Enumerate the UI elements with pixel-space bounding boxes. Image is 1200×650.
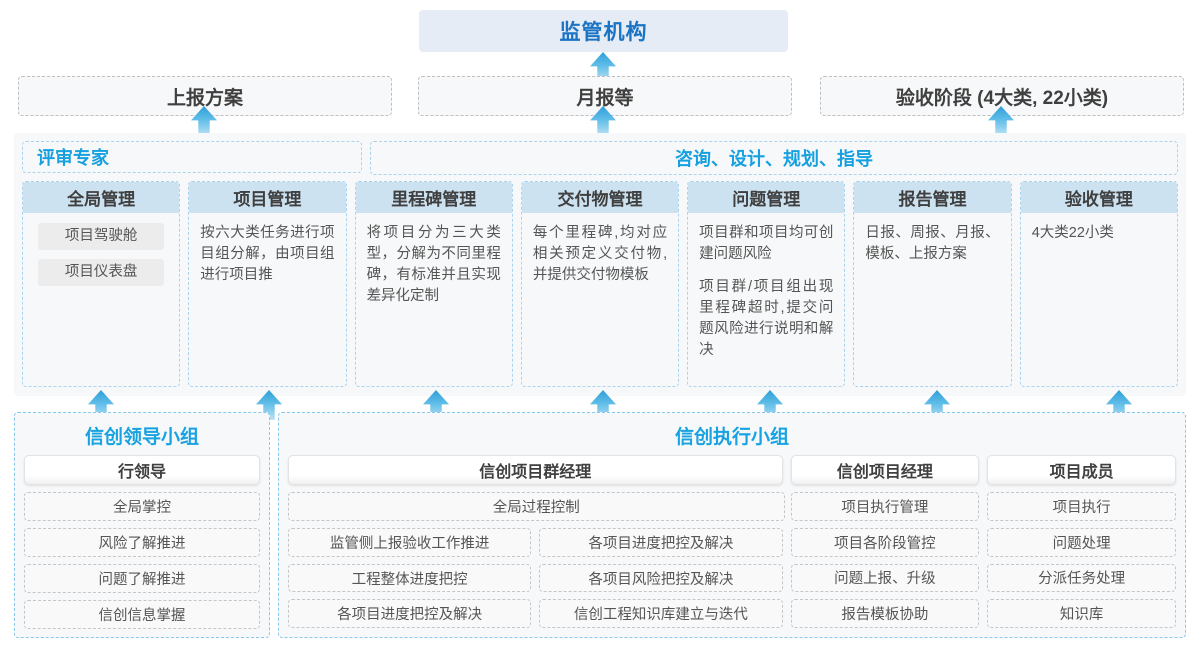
card-title: 问题管理 [688, 182, 845, 213]
role-item-list: 项目执行管理 项目各阶段管控 问题上报、升级 报告模板协助 [790, 485, 980, 628]
card-body: 项目群和项目均可创建问题风险 项目群/项目组出现里程碑超时,提交问题风险进行说明… [688, 213, 844, 386]
role-project-member[interactable]: 项目成员 项目执行 问题处理 分派任务处理 知识库 [987, 455, 1177, 628]
role-item-list: 项目执行 问题处理 分派任务处理 知识库 [987, 485, 1177, 628]
card-issue-management[interactable]: 问题管理 项目群和项目均可创建问题风险 项目群/项目组出现里程碑超时,提交问题风… [687, 181, 846, 387]
role-item[interactable]: 全局过程控制 [288, 492, 785, 521]
role-item[interactable]: 风险了解推进 [24, 528, 260, 557]
card-title: 项目管理 [189, 182, 346, 213]
card-title: 验收管理 [1020, 182, 1177, 213]
role-list: 行领导 全局掌控 风险了解推进 问题了解推进 信创信息掌握 [24, 455, 260, 629]
card-title: 全局管理 [23, 182, 180, 213]
role-item-columns: 监管侧上报验收工作推进 工程整体进度把控 各项目进度把控及解决 各项目进度把控及… [288, 528, 783, 629]
card-global-management[interactable]: 全局管理 项目驾驶舱 项目仪表盘 [22, 181, 181, 387]
role-item[interactable]: 监管侧上报验收工作推进 [288, 528, 532, 557]
role-list: 信创项目群经理 全局过程控制 监管侧上报验收工作推进 工程整体进度把控 各项目进… [288, 455, 1177, 629]
role-item[interactable]: 项目执行 [987, 492, 1177, 521]
card-deliverable-management[interactable]: 交付物管理 每个里程碑,均对应相关预定义交付物,并提供交付物模板 [520, 181, 680, 387]
card-title: 里程碑管理 [355, 182, 512, 213]
band-review-experts: 评审专家 [22, 141, 362, 173]
role-item[interactable]: 信创工程知识库建立与迭代 [539, 599, 783, 629]
role-item[interactable]: 知识库 [987, 599, 1177, 628]
role-project-manager[interactable]: 信创项目经理 项目执行管理 项目各阶段管控 问题上报、升级 报告模板协助 [790, 455, 980, 628]
card-body: 项目驾驶舱 项目仪表盘 [23, 213, 179, 386]
management-panel: 评审专家 咨询、设计、规划、指导 全局管理 项目驾驶舱 项目仪表盘 项目管理 按… [14, 133, 1186, 396]
group-leadership: 信创领导小组 行领导 全局掌控 风险了解推进 问题了解推进 信创信息掌握 [14, 412, 270, 638]
card-body: 4大类22小类 [1021, 213, 1177, 386]
role-item-column-right: 各项目进度把控及解决 各项目风险把控及解决 信创工程知识库建立与迭代 [539, 528, 783, 629]
card-project-management[interactable]: 项目管理 按六大类任务进行项目组分解，由项目组进行项目推 [188, 181, 347, 387]
band-consulting: 咨询、设计、规划、指导 [370, 141, 1178, 175]
role-item-list: 全局过程控制 监管侧上报验收工作推进 工程整体进度把控 各项目进度把控及解决 各… [288, 485, 785, 629]
group-title: 信创领导小组 [84, 427, 199, 448]
role-title: 信创项目经理 [790, 455, 980, 485]
pill-item[interactable]: 项目仪表盘 [38, 259, 165, 286]
role-item[interactable]: 各项目进度把控及解决 [539, 528, 783, 557]
role-item[interactable]: 各项目进度把控及解决 [288, 599, 532, 629]
management-card-list: 全局管理 项目驾驶舱 项目仪表盘 项目管理 按六大类任务进行项目组分解，由项目组… [22, 181, 1178, 387]
role-item-column-left: 监管侧上报验收工作推进 工程整体进度把控 各项目进度把控及解决 [288, 528, 532, 629]
group-title: 信创执行小组 [674, 427, 789, 448]
card-paragraph: 按六大类任务进行项目组分解，由项目组进行项目推 [200, 225, 335, 283]
role-item[interactable]: 分派任务处理 [987, 563, 1177, 593]
card-paragraph: 项目群和项目均可创建问题风险 [699, 225, 834, 262]
role-item[interactable]: 问题处理 [987, 527, 1177, 557]
role-item[interactable]: 项目执行管理 [790, 492, 980, 521]
role-item[interactable]: 报告模板协助 [790, 599, 980, 628]
card-body: 将项目分为三大类型，分解为不同里程碑，有标准并且实现差异化定制 [356, 213, 512, 386]
group-execution: 信创执行小组 信创项目群经理 全局过程控制 监管侧上报验收工作推进 工程整体进度… [278, 412, 1186, 638]
card-milestone-management[interactable]: 里程碑管理 将项目分为三大类型，分解为不同里程碑，有标准并且实现差异化定制 [354, 181, 513, 387]
role-item[interactable]: 问题了解推进 [24, 564, 260, 593]
role-item[interactable]: 全局掌控 [24, 492, 260, 521]
role-item[interactable]: 项目各阶段管控 [790, 527, 980, 557]
card-report-management[interactable]: 报告管理 日报、周报、月报、模板、上报方案 [853, 181, 1012, 387]
card-acceptance-management[interactable]: 验收管理 4大类22小类 [1019, 181, 1178, 387]
card-paragraph: 日报、周报、月报、模板、上报方案 [865, 225, 1000, 262]
card-body: 每个里程碑,均对应相关预定义交付物,并提供交付物模板 [522, 213, 678, 386]
card-paragraph: 4大类22小类 [1031, 225, 1114, 241]
card-title: 报告管理 [854, 182, 1011, 213]
role-program-manager[interactable]: 信创项目群经理 全局过程控制 监管侧上报验收工作推进 工程整体进度把控 各项目进… [288, 455, 785, 629]
card-body: 日报、周报、月报、模板、上报方案 [854, 213, 1010, 386]
role-item-list: 全局掌控 风险了解推进 问题了解推进 信创信息掌握 [24, 485, 260, 629]
organization-panel: 信创领导小组 行领导 全局掌控 风险了解推进 问题了解推进 信创信息掌握 信创执… [14, 412, 1186, 638]
card-paragraph: 每个里程碑,均对应相关预定义交付物,并提供交付物模板 [532, 225, 668, 283]
role-title: 项目成员 [987, 455, 1177, 485]
card-title: 交付物管理 [521, 182, 679, 213]
role-bank-leader[interactable]: 行领导 全局掌控 风险了解推进 问题了解推进 信创信息掌握 [24, 455, 260, 629]
role-title: 行领导 [24, 455, 260, 485]
card-body: 按六大类任务进行项目组分解，由项目组进行项目推 [189, 213, 345, 386]
role-item[interactable]: 工程整体进度把控 [288, 563, 532, 593]
role-title: 信创项目群经理 [288, 455, 783, 485]
role-item[interactable]: 信创信息掌握 [24, 600, 260, 629]
card-paragraph: 将项目分为三大类型，分解为不同里程碑，有标准并且实现差异化定制 [366, 225, 501, 304]
role-item[interactable]: 问题上报、升级 [790, 563, 980, 593]
regulator-box: 监管机构 [419, 10, 788, 52]
pill-item[interactable]: 项目驾驶舱 [38, 223, 165, 250]
card-paragraph: 项目群/项目组出现里程碑超时,提交问题风险进行说明和解决 [699, 279, 834, 358]
role-item[interactable]: 各项目风险把控及解决 [539, 563, 783, 593]
